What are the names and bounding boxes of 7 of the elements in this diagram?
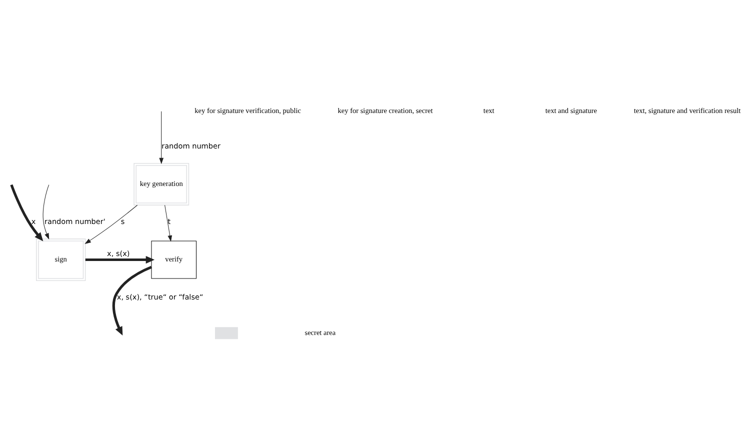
arrow — [112, 266, 152, 336]
arrow — [42, 184, 49, 240]
arrow — [84, 204, 138, 244]
arrow — [164, 204, 172, 242]
arrow — [10, 184, 43, 242]
arrow — [158, 111, 164, 164]
arrow — [84, 256, 154, 264]
